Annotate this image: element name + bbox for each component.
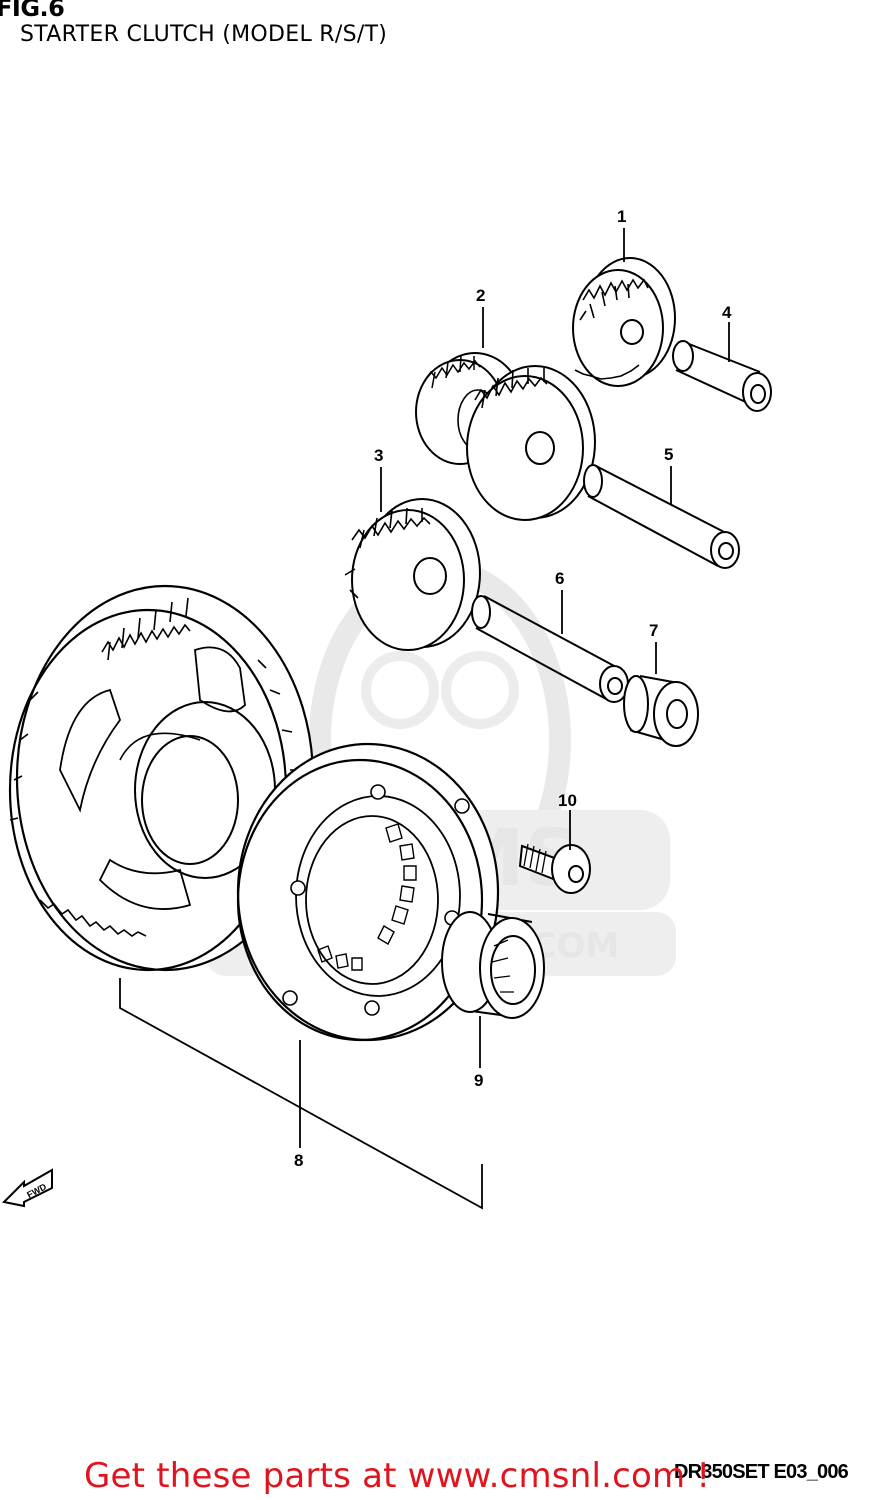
callout-8: 8 <box>294 1151 303 1170</box>
leader-lines <box>119 228 730 1210</box>
callout-7: 7 <box>649 621 658 640</box>
part-7-bushing <box>623 675 699 747</box>
forward-arrow-icon: FWD <box>1 1168 53 1208</box>
callout-2: 2 <box>476 286 485 305</box>
figure-title: STARTER CLUTCH (MODEL R/S/T) <box>20 22 388 47</box>
part-10-bolt <box>518 843 591 894</box>
drawing-code: DR350SET E03_006 <box>674 1461 849 1483</box>
callout-4: 4 <box>722 303 732 322</box>
part-6-shaft <box>471 595 629 703</box>
figure-label: FIG.6 <box>0 0 65 22</box>
callout-1: 1 <box>617 207 626 226</box>
callout-9: 9 <box>474 1071 483 1090</box>
part-8-one-way-clutch <box>236 742 500 1042</box>
part-1-gear <box>572 257 676 387</box>
part-2-double-gear <box>415 352 596 521</box>
callout-5: 5 <box>664 445 673 464</box>
callout-3: 3 <box>374 446 383 465</box>
callout-10: 10 <box>558 791 577 810</box>
part-5-shaft <box>583 464 740 569</box>
part-3-gear <box>344 498 481 651</box>
part-4-shaft <box>672 340 772 412</box>
callout-numbers: 1 2 3 4 5 6 7 8 9 10 <box>294 207 732 1170</box>
promo-link[interactable]: Get these parts at www.cmsnl.com ! <box>84 1456 711 1496</box>
part-9-bearing <box>441 911 545 1019</box>
callout-6: 6 <box>555 569 564 588</box>
